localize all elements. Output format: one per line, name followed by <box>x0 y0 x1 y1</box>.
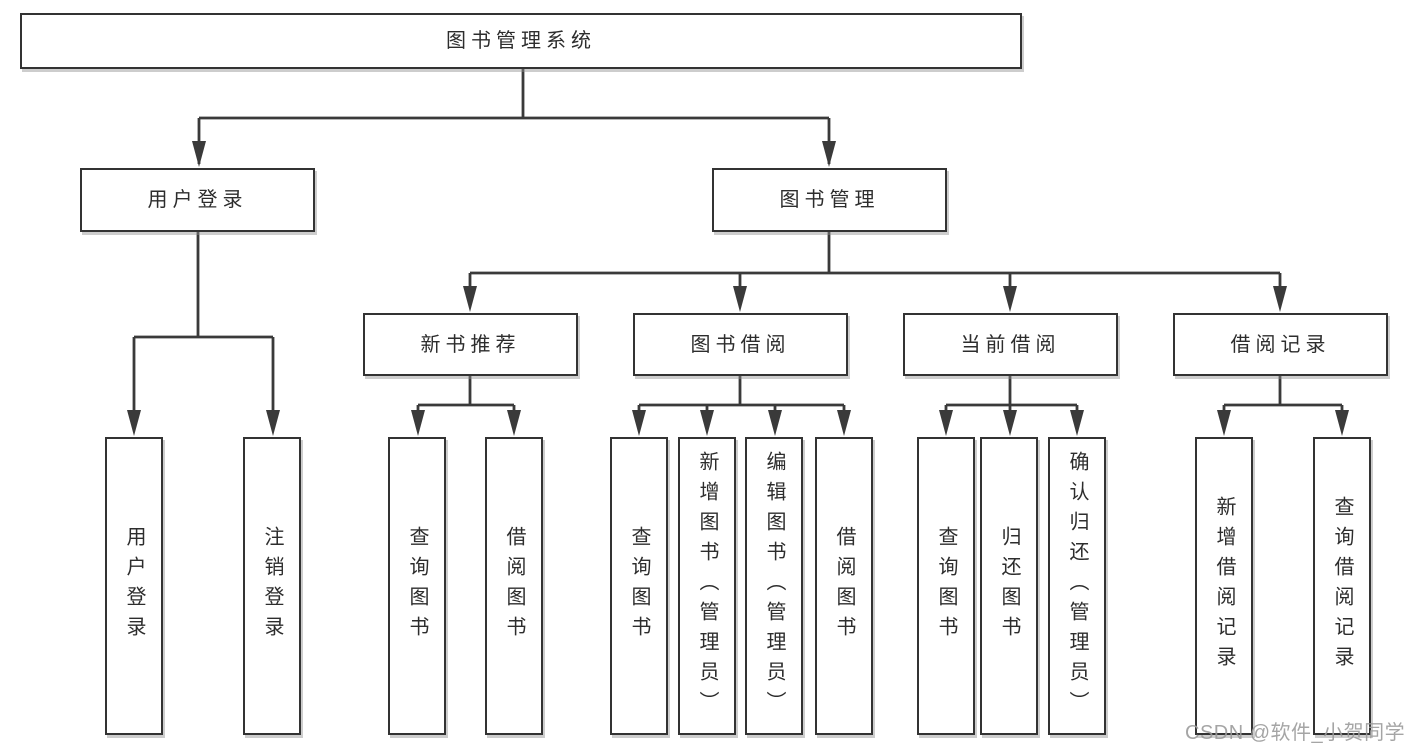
node-new-book-recommend: 新书推荐 <box>363 313 578 376</box>
arrowhead-icon <box>822 141 836 167</box>
leaf-add-borrow-record: 新增借阅记录 <box>1195 437 1253 735</box>
leaf-borrow-books-2: 借阅图书 <box>815 437 873 735</box>
node-borrowing-records: 借阅记录 <box>1173 313 1388 376</box>
connector-login-children <box>132 232 275 430</box>
arrowhead-icon <box>1003 286 1017 312</box>
connector-newbook-children <box>416 376 516 430</box>
leaf-borrow-books: 借阅图书 <box>485 437 543 735</box>
arrowhead-icon <box>192 141 206 167</box>
connector-mgmt-children <box>468 232 1282 306</box>
node-book-borrowing: 图书借阅 <box>633 313 848 376</box>
leaf-query-books-2: 查询图书 <box>610 437 668 735</box>
arrowhead-icon <box>463 286 477 312</box>
connector-borrow-children <box>637 376 846 430</box>
csdn-watermark: CSDN @软件_小贺同学 <box>1185 722 1405 744</box>
arrowhead-icon <box>1335 410 1349 436</box>
leaf-logout: 注销登录 <box>243 437 301 735</box>
arrowhead-icon <box>1003 410 1017 436</box>
arrowhead-icon <box>768 410 782 436</box>
arrowhead-icon <box>1217 410 1231 436</box>
arrowhead-icon <box>939 410 953 436</box>
node-library-management-system: 图书管理系统 <box>20 13 1022 69</box>
arrowhead-icon <box>632 410 646 436</box>
leaf-query-books: 查询图书 <box>388 437 446 735</box>
arrowhead-icon <box>411 410 425 436</box>
leaf-query-books-3: 查询图书 <box>917 437 975 735</box>
arrowhead-icon <box>1273 286 1287 312</box>
leaf-query-borrow-record: 查询借阅记录 <box>1313 437 1371 735</box>
arrowhead-icon <box>1070 410 1084 436</box>
node-book-management: 图书管理 <box>712 168 947 232</box>
arrowhead-icon <box>127 410 141 436</box>
node-user-login: 用户登录 <box>80 168 315 232</box>
leaf-return-book: 归还图书 <box>980 437 1038 735</box>
connector-root-to-level2 <box>197 69 831 164</box>
node-current-borrowing: 当前借阅 <box>903 313 1118 376</box>
arrowhead-icon <box>733 286 747 312</box>
arrowhead-icon <box>837 410 851 436</box>
arrowhead-icon <box>507 410 521 436</box>
arrowhead-icon <box>266 410 280 436</box>
connector-records-children <box>1222 376 1344 430</box>
leaf-confirm-return-admin: 确认归还（管理员） <box>1048 437 1106 735</box>
arrowheads <box>127 141 1349 436</box>
leaf-user-login: 用户登录 <box>105 437 163 735</box>
leaf-edit-book-admin: 编辑图书（管理员） <box>745 437 803 735</box>
arrowhead-icon <box>700 410 714 436</box>
leaf-add-book-admin: 新增图书（管理员） <box>678 437 736 735</box>
